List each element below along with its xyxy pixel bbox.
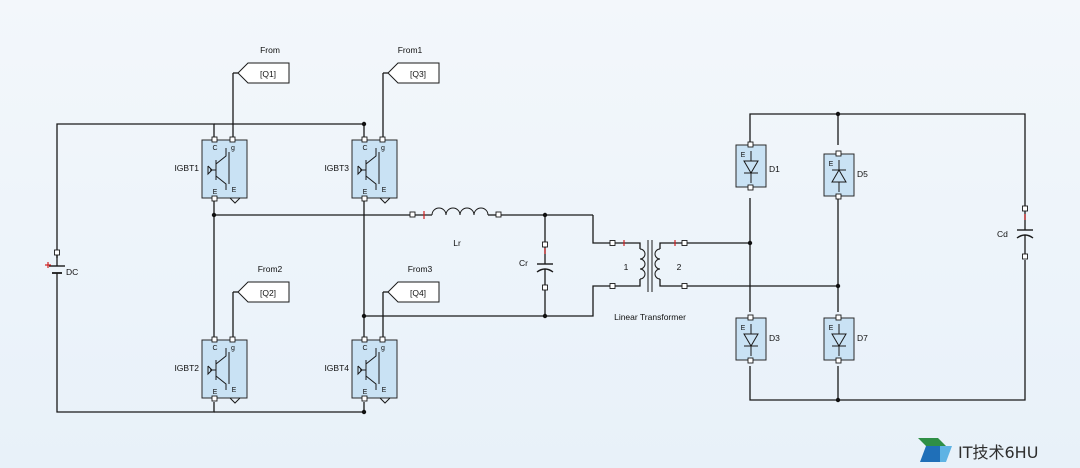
wire-rect-top[interactable] — [749, 113, 1026, 208]
from-label-q4: From3 — [408, 264, 433, 274]
tag-q3: [Q3] — [410, 69, 426, 79]
dc-source[interactable] — [45, 249, 65, 290]
d3-label: D3 — [769, 333, 780, 343]
d1-label: D1 — [769, 164, 780, 174]
pin-g-label: g — [231, 145, 235, 152]
pin-e-label: E — [213, 189, 218, 196]
igbt2-label: IGBT2 — [174, 363, 199, 373]
d7-label: D7 — [857, 333, 868, 343]
from-block-q3[interactable]: [Q3] From1 — [383, 45, 440, 84]
junction-dot — [361, 121, 367, 127]
tag-q2: [Q2] — [260, 288, 276, 298]
junction-dot — [361, 409, 367, 415]
pin-e-label: E — [829, 161, 834, 168]
diode-d3-block[interactable]: E — [735, 314, 767, 364]
wire-dc-top[interactable] — [56, 123, 215, 258]
pin-e-label: E — [232, 387, 237, 394]
diode-d1-block[interactable]: E — [735, 141, 767, 191]
igbt3-block[interactable]: C g E E — [351, 136, 398, 204]
junction-dot — [835, 283, 841, 289]
tag-q1: [Q1] — [260, 69, 276, 79]
wire-rect-bottom[interactable] — [749, 260, 1026, 401]
junction-dot — [542, 313, 548, 319]
pin-e-label: E — [382, 387, 387, 394]
cd-label: Cd — [997, 229, 1008, 239]
junction-dot — [835, 111, 841, 117]
dc-label: DC — [66, 267, 78, 277]
from-block-q4[interactable]: [Q4] From3 — [383, 264, 440, 303]
pin-e-label: E — [741, 325, 746, 332]
lr-label: Lr — [453, 238, 461, 248]
pin-c-label: C — [362, 345, 367, 352]
diode-d5-block[interactable]: E — [823, 150, 855, 200]
pin-e-label: E — [382, 187, 387, 194]
from-label-q1: From — [260, 45, 280, 55]
junction-dots — [211, 111, 841, 415]
from-block-q1[interactable]: [Q1] From — [233, 45, 290, 84]
winding2-label: 2 — [677, 262, 682, 272]
igbt4-label: IGBT4 — [324, 363, 349, 373]
junction-dot — [747, 240, 753, 246]
pin-c-label: C — [362, 145, 367, 152]
igbt3-label: IGBT3 — [324, 163, 349, 173]
from-label-q2: From2 — [258, 264, 283, 274]
from-block-q2[interactable]: [Q2] From2 — [233, 264, 290, 303]
cr-label: Cr — [519, 258, 528, 268]
pin-e-label: E — [363, 389, 368, 396]
pin-e-label: E — [363, 189, 368, 196]
wire-to-primary-top[interactable] — [592, 215, 612, 244]
igbt1-block[interactable]: C g E E — [201, 136, 248, 204]
inductor-lr[interactable] — [409, 207, 502, 219]
pin-c-label: C — [212, 345, 217, 352]
pin-g-label: g — [231, 345, 235, 352]
winding1-label: 1 — [624, 262, 629, 272]
junction-dot — [211, 212, 217, 218]
junction-dot — [361, 313, 367, 319]
watermark-logo-icon — [918, 438, 952, 462]
igbt1-label: IGBT1 — [174, 163, 199, 173]
from-label-q3: From1 — [398, 45, 423, 55]
pin-e-label: E — [741, 152, 746, 159]
pin-g-label: g — [381, 145, 385, 152]
igbt2-block[interactable]: C g E E — [201, 336, 248, 404]
transformer-label: Linear Transformer — [614, 312, 686, 322]
pin-e-label: E — [232, 187, 237, 194]
capacitor-cd[interactable] — [1016, 205, 1034, 260]
wires — [56, 73, 1026, 413]
pin-g-label: g — [381, 345, 385, 352]
igbt4-block[interactable]: C g E E — [351, 336, 398, 404]
pin-e-label: E — [829, 325, 834, 332]
wire-mid-b-to-primary[interactable] — [364, 285, 612, 317]
watermark: IT技术6HU — [918, 438, 1038, 462]
capacitor-cr[interactable] — [536, 240, 554, 291]
pin-c-label: C — [212, 145, 217, 152]
diode-d7-block[interactable]: E — [823, 314, 855, 364]
junction-dot — [542, 212, 548, 218]
tag-q4: [Q4] — [410, 288, 426, 298]
wire-dc-bottom[interactable] — [56, 290, 215, 413]
junction-dot — [835, 397, 841, 403]
linear-transformer[interactable] — [609, 240, 688, 292]
watermark-text: IT技术6HU — [958, 443, 1038, 462]
d5-label: D5 — [857, 169, 868, 179]
pin-e-label: E — [213, 389, 218, 396]
